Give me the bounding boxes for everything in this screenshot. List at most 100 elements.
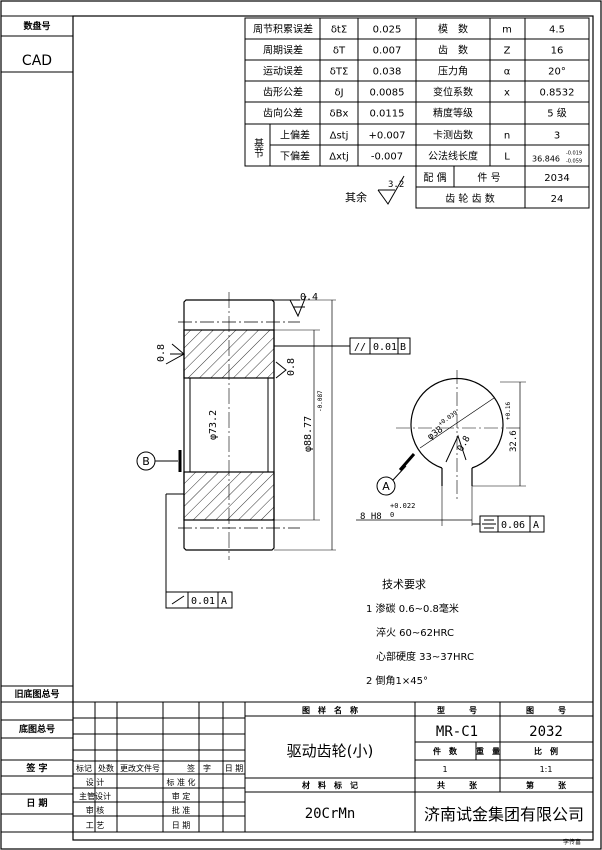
tb-model-label: 型 号 — [437, 705, 477, 715]
rev-h-count: 处数 — [98, 763, 114, 773]
key-depth: 32.6 — [509, 430, 519, 452]
role-standard: 标 准 化 — [166, 777, 195, 787]
param-symbol2-6: L — [504, 152, 510, 163]
param-name-2: 运动误差 — [263, 65, 303, 78]
role-approve-check: 审 定 — [172, 791, 191, 801]
total-sheets-label: 共 张 — [437, 780, 478, 790]
title-block — [72, 701, 594, 833]
model: MR-C1 — [436, 724, 478, 740]
param-name2-3: 变位系数 — [433, 86, 473, 99]
qty-label: 件 数 — [433, 746, 458, 756]
rest-roughness-value: 3.2 — [388, 180, 404, 190]
tech-title: 技术要求 — [382, 578, 426, 591]
param-value-1: 0.007 — [373, 46, 402, 57]
tb-name-label: 图 样 名 称 — [302, 705, 358, 715]
qty: 1 — [442, 765, 447, 774]
key-depth-tol: +0.16 — [505, 402, 512, 420]
tech-requirements: 技术要求 1 渗碳 0.6~0.8毫米 淬火 60~62HRC 心部硬度 33~… — [366, 578, 474, 687]
role-chief: 主管设计 — [79, 791, 111, 801]
param-symbol-6: Δxtj — [329, 152, 348, 163]
dim-outer-tol: -0.087 — [317, 390, 324, 412]
param-value2-6: 36.846 — [532, 155, 560, 164]
param-name2-6: 公法线长度 — [428, 150, 478, 163]
roughness-04: 0.4 — [300, 292, 318, 303]
archive-no-label: 数盘号 — [23, 20, 50, 32]
pair-label: 配 偶 — [423, 171, 446, 184]
keyway-dia: φ38 — [426, 425, 445, 443]
param-value-0: 0.025 — [373, 25, 402, 36]
param-value2-5: 3 — [554, 131, 560, 142]
datum-a: A — [382, 480, 390, 493]
param-name2-4: 精度等级 — [433, 107, 473, 120]
param-value-4: 0.0115 — [370, 109, 405, 120]
param-symbol2-1: Z — [504, 46, 511, 57]
param-value2-2: 20° — [548, 67, 566, 78]
sign-label: 签 字 — [25, 762, 47, 774]
param-value-3: 0.0085 — [370, 88, 405, 99]
param-name2-0: 模 数 — [438, 23, 468, 36]
material-label: 材 料 标 记 — [302, 780, 358, 790]
param-symbol2-3: x — [504, 88, 510, 99]
param-symbol-2: δTΣ — [330, 67, 349, 78]
parallel-ref: B — [400, 342, 406, 353]
rest-label: 其余 — [345, 190, 367, 204]
param-name-4: 齿向公差 — [263, 107, 303, 120]
sym-ref: A — [533, 520, 539, 531]
param-symbol-3: δJ — [334, 88, 343, 99]
parallel-tol: 0.01 — [373, 342, 397, 353]
base-pitch-label: 基节 — [252, 137, 264, 159]
role-design: 设 计 — [86, 777, 105, 787]
param-name2-1: 齿 数 — [438, 44, 468, 57]
param-symbol2-5: n — [504, 131, 510, 142]
weight-label: 重 量 — [476, 746, 500, 756]
key-width: 8 H8 — [360, 512, 382, 522]
tech-line-3: 心部硬度 33~37HRC — [376, 650, 474, 663]
param-symbol2-0: m — [502, 25, 512, 36]
tech-line-4: 2 倒角1×45° — [366, 675, 428, 687]
base-drawing-total-label: 底图总号 — [19, 723, 55, 735]
key-width-tol: +0.022 — [390, 502, 415, 510]
gear-section-view: 0.4 0.8 0.8 // 0.01 B B φ73.2 φ88.77 -0.… — [136, 292, 411, 609]
dim-outer: φ88.77 — [303, 416, 314, 452]
rev-h-file: 更改文件号 — [120, 763, 160, 773]
title-block-text: 图 样 名 称 型 号 图 号 驱动齿轮(小) MR-C1 2032 件 数 重… — [76, 705, 584, 846]
old-drawing-total-label: 旧底图总号 — [14, 688, 59, 700]
keyway-view: φ38 +0.039 0.8 32.6 +0.16 A 8 H8 +0.022 … — [356, 370, 545, 533]
sheet-no-label: 第 张 — [526, 780, 567, 790]
param-value-5: +0.007 — [368, 131, 405, 142]
scale-label: 比 例 — [534, 746, 558, 756]
rev-h-mark: 标记 — [76, 763, 92, 773]
tech-line-1: 1 渗碳 0.6~0.8毫米 — [366, 602, 459, 615]
parameter-table — [244, 17, 590, 209]
param-name2-2: 压力角 — [438, 65, 468, 78]
param-symbol-4: δBx — [330, 109, 349, 120]
rest-roughness-symbol: 其余 3.2 — [345, 175, 405, 205]
param-value2-0: 4.5 — [549, 25, 565, 36]
dim-bore: φ73.2 — [208, 410, 219, 440]
datum-b: B — [142, 455, 150, 468]
sym-tol: 0.06 — [501, 520, 525, 531]
param-symbol-1: δT — [333, 46, 346, 57]
scale: 1:1 — [540, 765, 553, 774]
role-review: 审 核 — [86, 805, 105, 815]
param-name-6: 下偏差 — [280, 150, 310, 163]
drawing-no: 2032 — [529, 724, 563, 740]
piece-no-label: 件 号 — [477, 172, 500, 184]
roughness-08-right: 0.8 — [286, 358, 297, 376]
gear-teeth-label: 齿 轮 齿 数 — [445, 192, 495, 205]
param-name2-5: 卡测齿数 — [433, 129, 473, 142]
tech-line-2: 淬火 60~62HRC — [376, 626, 454, 639]
param-value2-val2_sub-6: -0.059 — [566, 159, 582, 165]
runout-ref: A — [221, 596, 227, 607]
param-value-2: 0.038 — [373, 67, 402, 78]
param-name-3: 齿形公差 — [263, 86, 303, 99]
roughness-08-left: 0.8 — [156, 344, 167, 362]
runout-tol: 0.01 — [191, 596, 215, 607]
role-date: 日 期 — [172, 821, 191, 830]
cad-label: CAD — [22, 53, 52, 69]
param-name-1: 周期误差 — [263, 44, 303, 57]
gear-teeth: 24 — [551, 194, 564, 205]
footer-mark: 李传富 — [563, 838, 581, 846]
rev-h-date: 日 期 — [225, 764, 244, 773]
